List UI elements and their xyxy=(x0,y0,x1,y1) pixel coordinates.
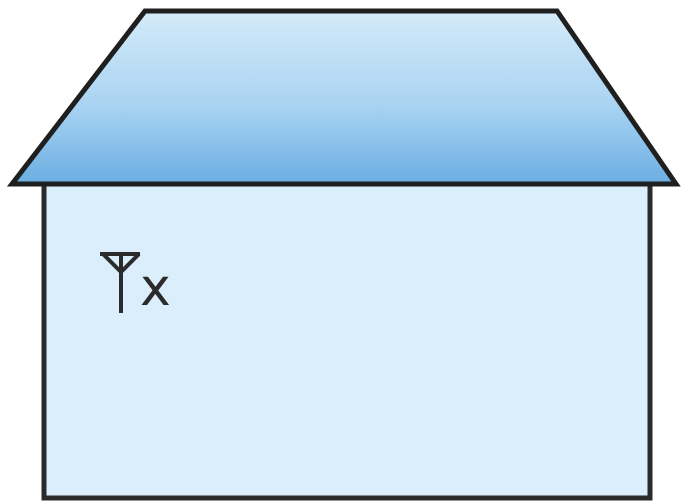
house-roof xyxy=(6,8,681,187)
house-wall xyxy=(41,181,653,501)
antenna-icon xyxy=(100,252,141,313)
transmitter-label: x xyxy=(140,258,171,318)
